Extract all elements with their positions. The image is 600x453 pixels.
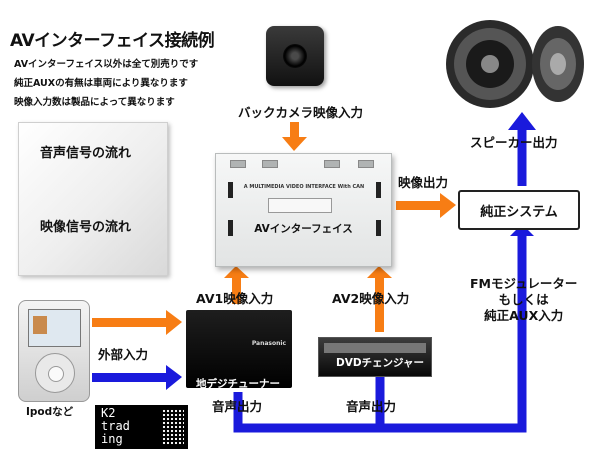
external-input-label: 外部入力	[98, 347, 149, 362]
back-camera-icon	[266, 26, 324, 86]
legend-audio-label: 音声信号の流れ	[40, 146, 132, 161]
audio-arrow-up-speaker	[508, 112, 536, 130]
video-arrow-camera-shaft	[290, 122, 299, 138]
camera-input-label: バックカメラ映像入力	[238, 105, 364, 120]
notes: AVインターフェイス以外は全て別売りです 純正AUXの有無は車両により異なります…	[14, 55, 198, 112]
tuner-label: 地デジチューナー	[196, 378, 280, 390]
speaker-output-label: スピーカー出力	[470, 135, 558, 150]
tuner-audio-output-label: 音声出力	[212, 399, 263, 414]
tuner-brand: Panasonic	[251, 340, 286, 347]
note-line: 純正AUXの有無は車両により異なります	[14, 78, 188, 89]
k2-trading-logo: K2 trad ing	[95, 405, 188, 449]
note-line: 映像入力数は製品によって異なります	[14, 97, 175, 108]
video-arrow-camera-head	[282, 137, 307, 151]
video-arrow-ipod-head	[166, 310, 182, 335]
fm-aux-label: FMモジュレーター もしくは 純正AUX入力	[470, 276, 578, 323]
audio-arrow-up-system	[510, 224, 534, 236]
video-arrow-out-shaft	[396, 201, 440, 210]
note-line: AVインターフェイス以外は全て別売りです	[14, 59, 199, 70]
video-output-label: 映像出力	[398, 175, 449, 190]
dvd-changer-icon	[318, 337, 432, 377]
interface-panel-text: A MULTIMEDIA VIDEO INTERFACE With CAN	[243, 184, 365, 190]
audio-arrow-ipod-shaft	[92, 373, 166, 382]
dvd-audio-output-label: 音声出力	[346, 399, 397, 414]
oem-system-box: 純正システム	[458, 190, 580, 230]
digital-tuner-icon: Panasonic	[186, 310, 292, 388]
speaker-icon	[446, 20, 584, 108]
interface-name: AVインターフェイス	[254, 223, 353, 235]
legend-panel	[18, 122, 168, 276]
video-arrow-av1-head	[224, 266, 249, 278]
video-arrow-av2-shaft	[375, 276, 384, 332]
video-arrow-ipod-shaft	[92, 318, 166, 327]
video-arrow-av1-shaft	[232, 276, 241, 304]
dvd-label: DVDチェンジャー	[336, 357, 425, 369]
audio-arrow-ipod-head	[166, 365, 182, 390]
video-arrow-out-head	[440, 193, 456, 218]
video-arrow-av2-head	[367, 266, 392, 278]
av1-input-label: AV1映像入力	[196, 291, 274, 306]
page-title: AVインターフェイス接続例	[10, 31, 215, 51]
legend-video-label: 映像信号の流れ	[40, 220, 132, 235]
ipod-label: Ipodなど	[26, 406, 74, 418]
av2-input-label: AV2映像入力	[332, 291, 410, 306]
av-interface-unit: A MULTIMEDIA VIDEO INTERFACE With CAN AV…	[215, 153, 392, 267]
ipod-icon	[18, 300, 90, 402]
